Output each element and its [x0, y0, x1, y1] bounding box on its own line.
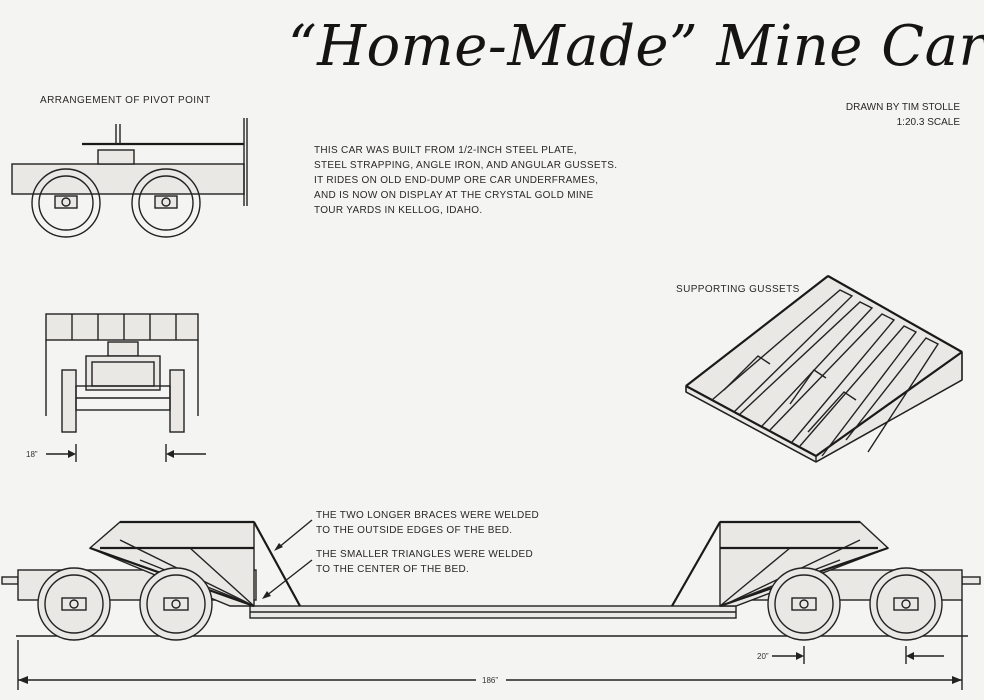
pivot-label: ARRANGEMENT OF PIVOT POINT — [40, 95, 211, 106]
callout-line: TO THE OUTSIDE EDGES OF THE BED. — [316, 525, 513, 536]
wheel — [31, 168, 101, 238]
pivot-side-view — [11, 118, 248, 238]
drawn-by: DRAWN BY TIM STOLLE — [845, 102, 960, 113]
main-side-view — [1, 520, 981, 641]
overall-length-dimension: 186” — [482, 676, 499, 685]
braces-callout: THE TWO LONGER BRACES WERE WELDED TO THE… — [316, 508, 539, 538]
wheel — [869, 567, 943, 641]
wheel — [767, 567, 841, 641]
triangles-callout: THE SMALLER TRIANGLES WERE WELDED TO THE… — [316, 547, 533, 577]
callout-line: THE TWO LONGER BRACES WERE WELDED — [316, 510, 540, 521]
wheel-spacing-dimension-lines — [772, 646, 944, 664]
description-line: STEEL STRAPPING, ANGLE IRON, AND ANGULAR… — [314, 160, 618, 171]
wheel — [139, 567, 213, 641]
wheel — [37, 567, 111, 641]
wheel-spacing-dimension: 20” — [757, 652, 769, 661]
end-width-dimension-lines — [46, 444, 206, 462]
description-line: TOUR YARDS IN KELLOG, IDAHO. — [314, 205, 483, 216]
description-line: THIS CAR WAS BUILT FROM 1/2-INCH STEEL P… — [314, 145, 577, 156]
scale-note: 1:20.3 SCALE — [896, 117, 960, 128]
credit-block: DRAWN BY TIM STOLLE 1:20.3 SCALE — [846, 100, 960, 130]
wheel — [131, 168, 201, 238]
description-line: AND IS NOW ON DISPLAY AT THE CRYSTAL GOL… — [314, 190, 594, 201]
gussets-label: SUPPORTING GUSSETS — [676, 284, 800, 295]
description-note: THIS CAR WAS BUILT FROM 1/2-INCH STEEL P… — [314, 143, 617, 218]
callout-line: TO THE CENTER OF THE BED. — [316, 564, 470, 575]
overall-length-dimension-lines — [17, 600, 963, 690]
end-view — [45, 313, 199, 433]
supporting-gussets — [685, 275, 963, 463]
callout-leaders — [262, 519, 313, 599]
callout-line: THE SMALLER TRIANGLES WERE WELDED — [316, 549, 533, 560]
description-line: IT RIDES ON OLD END-DUMP ORE CAR UNDERFR… — [314, 175, 599, 186]
drawing-title: “Home-Made” Mine Car — [288, 14, 984, 79]
end-width-dimension: 18” — [26, 450, 38, 459]
